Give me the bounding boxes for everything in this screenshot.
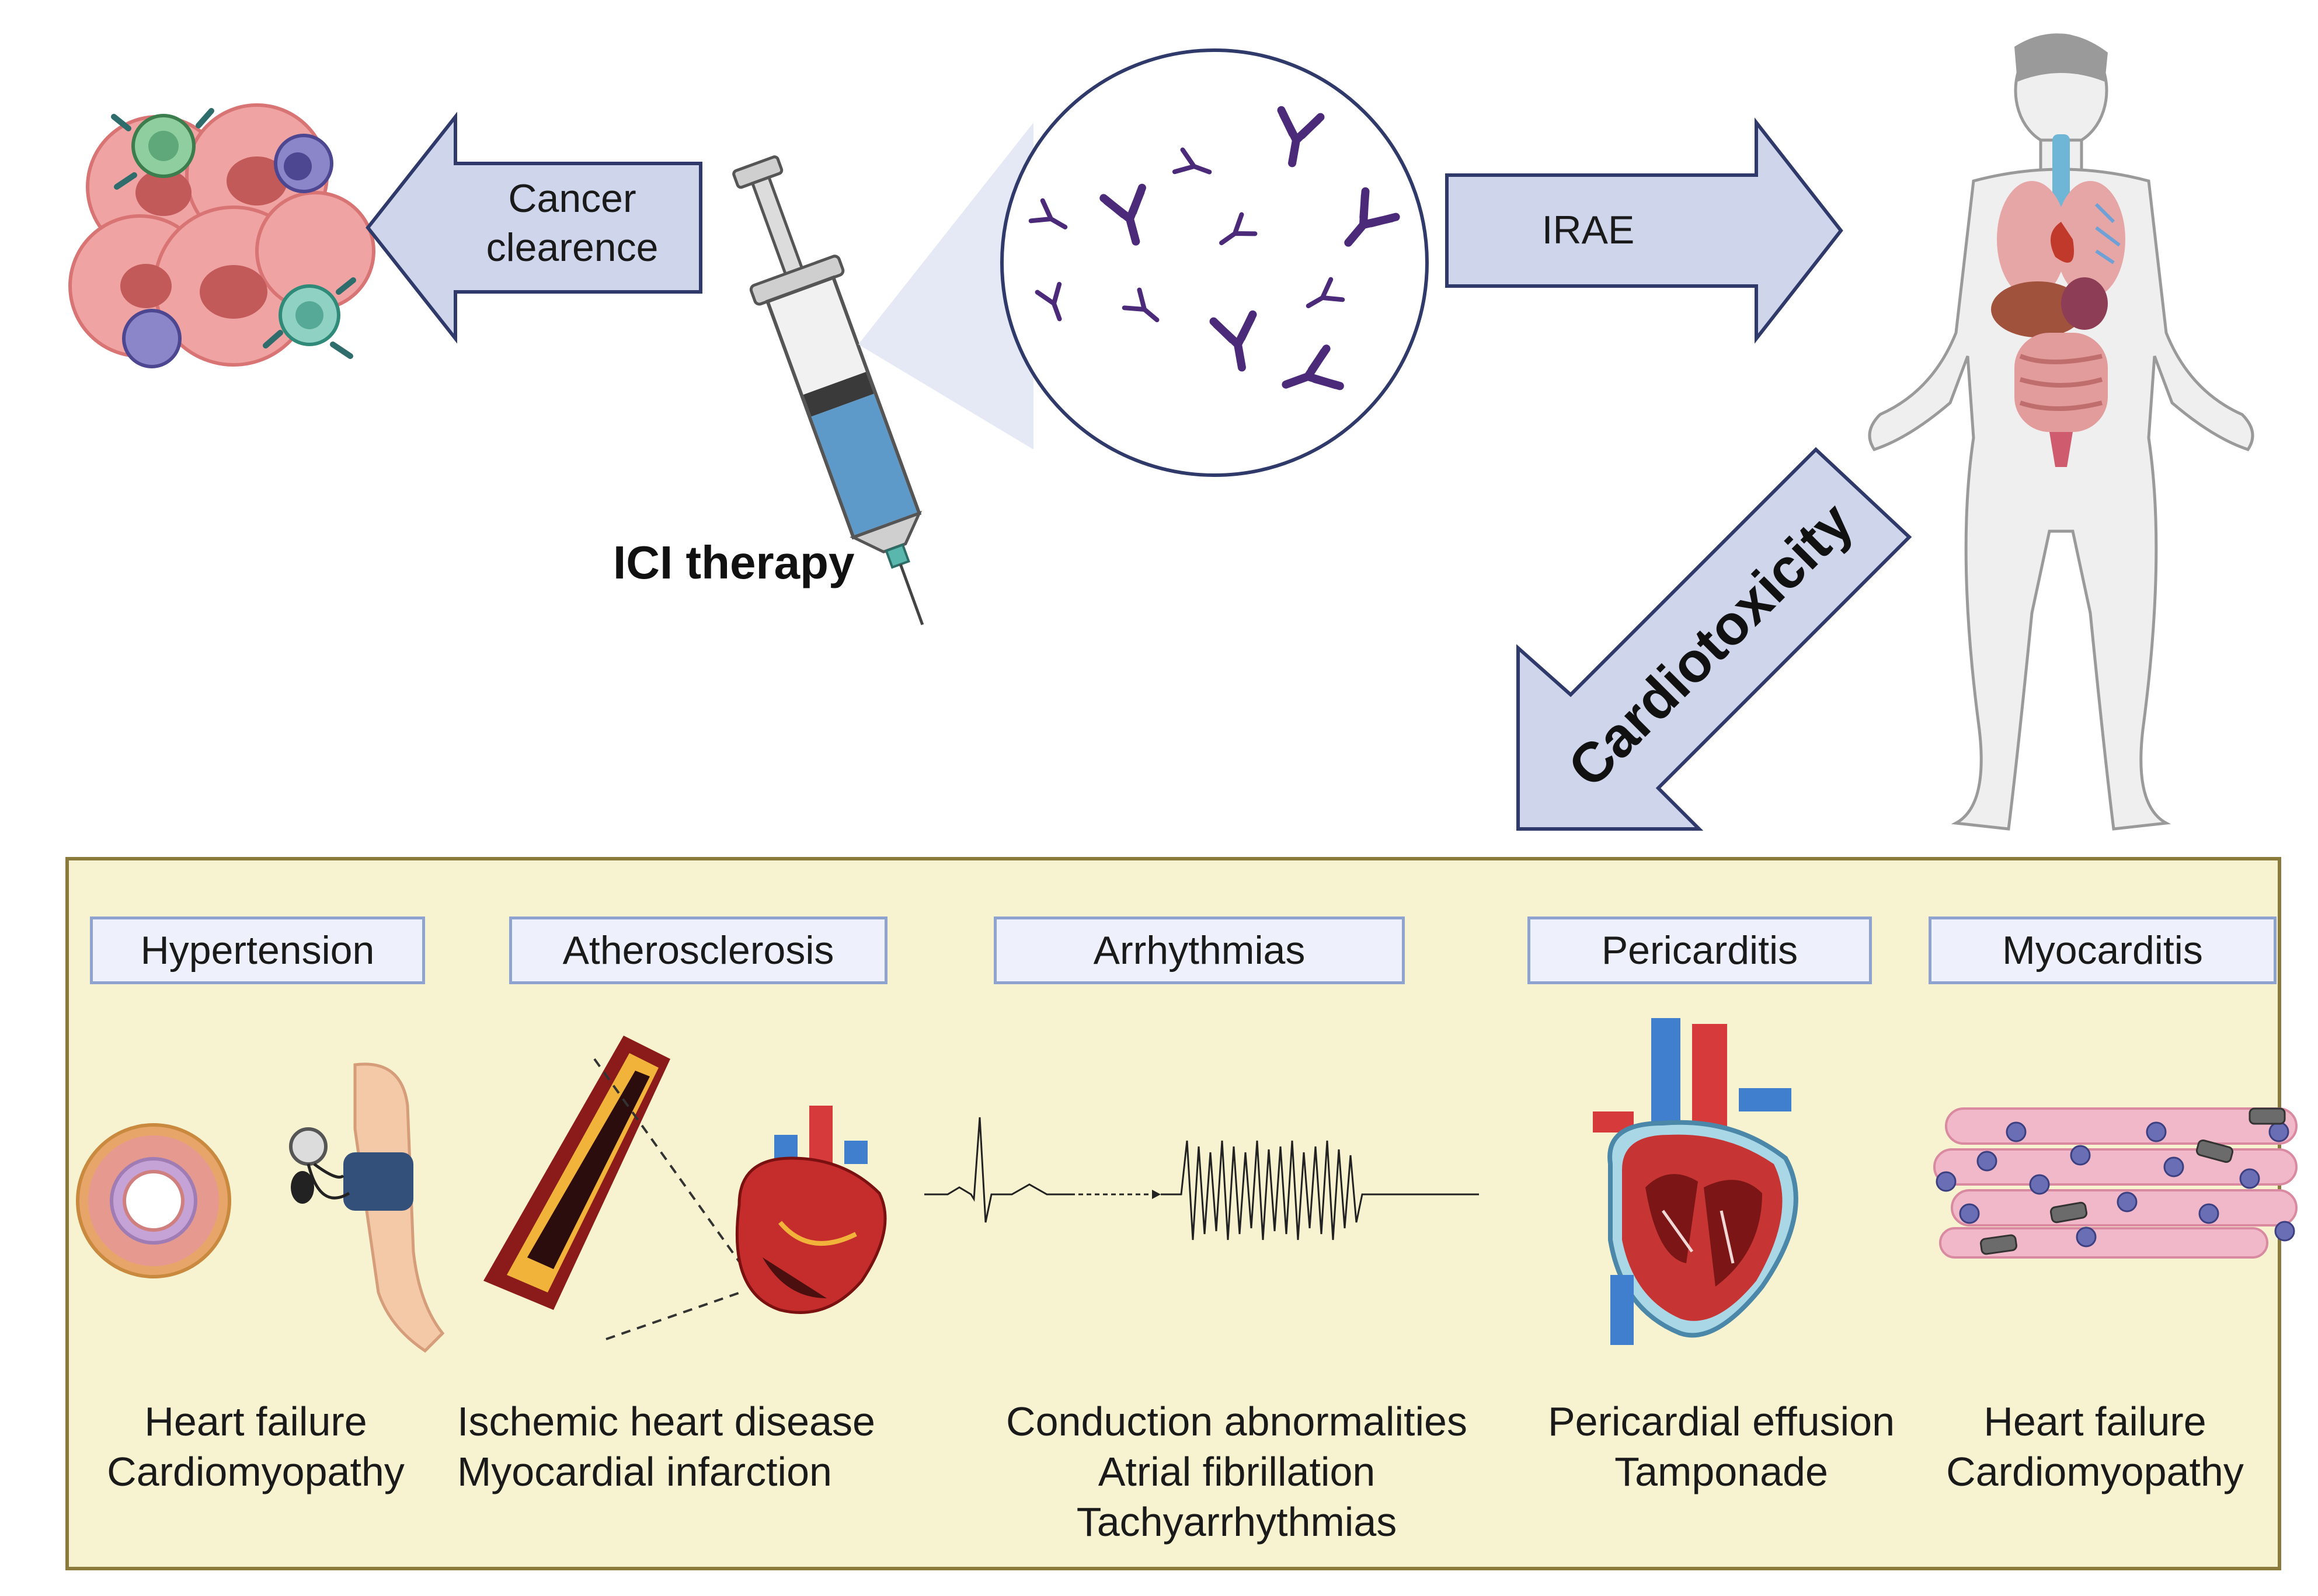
cancer-clearance-arrow [366, 111, 702, 344]
human-body-icon [1868, 33, 2254, 831]
irae-label: IRAE [1541, 208, 1635, 252]
irae-arrow [1445, 117, 1843, 344]
outcomes-pericarditis: Pericardial effusion Tamponade [1547, 1399, 1895, 1494]
zoom-dashes [593, 1058, 742, 1340]
blood-pressure-cuff-icon [289, 1062, 445, 1353]
outcomes-arrhythmias: Conduction abnormalities Atrial fibrilla… [1006, 1399, 1467, 1545]
ici-therapy-label: ICI therapy [613, 536, 855, 588]
antibody-circle-icon [1000, 48, 1429, 477]
condition-pericarditis: Pericarditis [1527, 917, 1872, 984]
atherosclerotic-artery-icon [483, 1036, 670, 1310]
myocardial-tissue-icon [1933, 1107, 2298, 1259]
condition-arrhythmias: Arrhythmias [994, 917, 1405, 984]
condition-hypertension: Hypertension [90, 917, 425, 984]
cancer-clearance-label: Cancer clearence [486, 176, 659, 270]
ecg-trace-icon [924, 1117, 1479, 1240]
cardiotoxicity-panel: Hypertension Atherosclerosis Arrhythmias… [65, 857, 2298, 1570]
outcomes-hypertension: Heart failure Cardiomyopathy [107, 1399, 405, 1494]
tumor-cluster-icon [68, 103, 375, 368]
syringe-icon [732, 155, 924, 625]
heart-cross-section-icon [1593, 1018, 1798, 1345]
cardiotoxicity-arrow [1516, 447, 1912, 831]
outcomes-atherosclerosis: Ischemic heart disease Myocardial infarc… [457, 1399, 875, 1494]
outcomes-myocarditis: Heart failure Cardiomyopathy [1946, 1399, 2244, 1494]
condition-myocarditis: Myocarditis [1929, 917, 2277, 984]
heart-icon [735, 1106, 887, 1314]
condition-atherosclerosis: Atherosclerosis [509, 917, 887, 984]
zoom-cone [858, 123, 1033, 449]
blood-vessel-icon [76, 1123, 231, 1278]
